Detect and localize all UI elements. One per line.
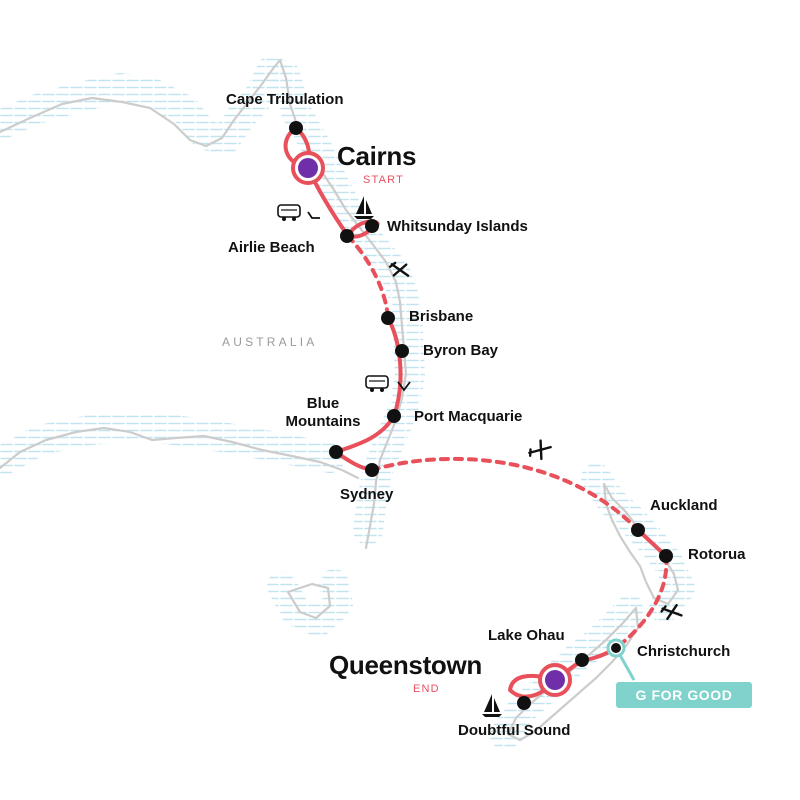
label-end-city: Queenstown	[329, 650, 483, 680]
stop-dot-blue-mountains	[329, 445, 343, 459]
flight-rotorua-to-christchurch	[614, 554, 669, 650]
label-region-australia: AUSTRALIA	[222, 335, 318, 349]
stop-dot-brisbane	[381, 311, 395, 325]
route-path-flights	[346, 234, 669, 650]
label-start-tag: START	[363, 174, 405, 186]
stop-dot-doubtful-sound	[517, 696, 531, 710]
label-sydney: Sydney	[340, 486, 394, 503]
label-byron-bay: Byron Bay	[423, 342, 499, 359]
label-airlie-beach: Airlie Beach	[228, 239, 315, 256]
label-port-macquarie: Port Macquarie	[414, 408, 523, 425]
sailboat-icon	[354, 196, 374, 219]
plane-icon	[528, 439, 552, 461]
label-blue-mountains: Blue Mountains	[285, 395, 361, 430]
label-brisbane: Brisbane	[409, 308, 474, 325]
stop-dot-airlie-beach	[340, 229, 354, 243]
stop-dot-whitsunday-islands	[365, 219, 379, 233]
stop-dot-lake-ohau	[575, 653, 589, 667]
label-rotorua: Rotorua	[688, 546, 746, 563]
stop-dot-port-macquarie	[387, 409, 401, 423]
stop-markers	[289, 121, 673, 710]
stop-dot-auckland	[631, 523, 645, 537]
southern-australia-coast	[0, 426, 360, 480]
route-brisbane-to-port-macquarie	[386, 316, 403, 418]
north-island-nz	[602, 482, 680, 606]
flight-airlie-to-brisbane	[346, 234, 390, 320]
sailboat-icon	[482, 694, 502, 717]
stop-dot-christchurch	[606, 638, 626, 658]
flight-sydney-to-auckland	[370, 456, 640, 532]
stop-dot-rotorua	[659, 549, 673, 563]
label-end-tag: END	[413, 683, 440, 695]
route-doubtful-sound-loop	[508, 673, 557, 699]
label-start-city: Cairns	[337, 141, 417, 171]
label-lake-ohau: Lake Ohau	[488, 627, 565, 644]
label-cape-tribulation: Cape Tribulation	[226, 91, 344, 108]
end-marker	[538, 663, 572, 697]
start-marker	[291, 151, 325, 185]
plane-icon	[660, 603, 683, 621]
walking-route-marker	[397, 381, 411, 392]
stop-dot-sydney	[365, 463, 379, 477]
stop-dot-byron-bay	[395, 344, 409, 358]
label-doubtful-sound: Doubtful Sound	[458, 722, 571, 739]
g-for-good-badge: G FOR GOOD	[616, 682, 752, 708]
label-auckland: Auckland	[650, 497, 718, 514]
tasmania-outline	[286, 582, 332, 620]
bus-icon	[277, 204, 301, 221]
walking-route-marker	[307, 211, 320, 219]
stop-dot-cape-tribulation	[289, 121, 303, 135]
label-christchurch: Christchurch	[637, 643, 731, 660]
label-whitsunday-islands: Whitsunday Islands	[387, 218, 528, 235]
bus-icon	[365, 375, 389, 392]
plane-icon	[388, 261, 410, 277]
